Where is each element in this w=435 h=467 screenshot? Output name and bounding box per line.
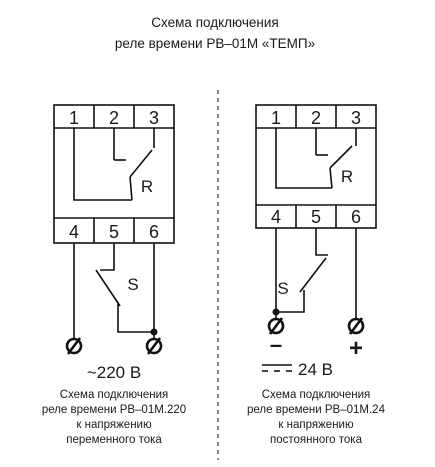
left-terminal-3: 3 (149, 108, 159, 128)
right-relay-label: R (341, 167, 353, 186)
left-terminal-screw-2 (145, 337, 163, 355)
left-relay-label: R (141, 177, 153, 196)
right-minus-label: – (270, 332, 282, 357)
left-caption-2: реле времени РВ–01М.220 (42, 404, 186, 416)
right-wire-to-switch (276, 290, 305, 313)
right-terminal-screw-minus (267, 317, 285, 335)
right-terminal-4: 4 (271, 207, 281, 227)
left-contact-blade (129, 176, 133, 201)
right-caption-2: реле времени РВ–01М.24 (247, 404, 386, 416)
left-wire-switch-out (117, 302, 154, 333)
left-supply-label: ~220 В (87, 363, 141, 382)
right-diagram: 1 2 3 4 5 6 R S – + (247, 104, 386, 446)
left-terminal-6: 6 (149, 222, 159, 242)
left-caption-3: к напряжению (76, 419, 152, 431)
right-terminal-3: 3 (351, 108, 361, 128)
dc-symbol-icon (262, 364, 292, 372)
right-contact-wire-1 (275, 128, 332, 189)
left-terminal-4: 4 (69, 222, 79, 242)
title-line-1: Схема подключения (151, 15, 278, 30)
right-terminal-2: 2 (311, 108, 321, 128)
right-supply-label: 24 В (298, 360, 333, 379)
left-switch-label: S (127, 275, 138, 294)
right-wire-5 (315, 228, 328, 256)
left-contact-wire-1 (73, 128, 132, 201)
title-line-2: реле времени РВ–01М «ТЕМП» (115, 36, 315, 51)
left-caption-4: переменного тока (66, 434, 162, 446)
right-terminal-screw-plus (347, 317, 365, 335)
right-plus-label: + (349, 335, 363, 362)
left-terminal-5: 5 (109, 222, 119, 242)
right-terminal-6: 6 (351, 207, 361, 227)
left-wire-5 (100, 243, 115, 271)
left-switch-blade (95, 269, 121, 307)
left-terminal-screw-1 (65, 337, 83, 355)
right-contact-blade (329, 167, 333, 189)
right-caption-4: постоянного тока (270, 434, 363, 446)
right-switch-label: S (277, 279, 288, 298)
right-caption-3: к напряжению (278, 419, 354, 431)
right-switch-blade (299, 257, 327, 293)
left-caption-1: Схема подключения (60, 389, 169, 401)
left-terminal-2: 2 (109, 108, 119, 128)
left-diagram: 1 2 3 4 5 6 R S ~220 (42, 104, 186, 446)
right-caption-1: Схема подключения (262, 389, 371, 401)
right-terminal-5: 5 (311, 207, 321, 227)
right-terminal-1: 1 (271, 108, 281, 128)
left-terminal-1: 1 (69, 108, 79, 128)
